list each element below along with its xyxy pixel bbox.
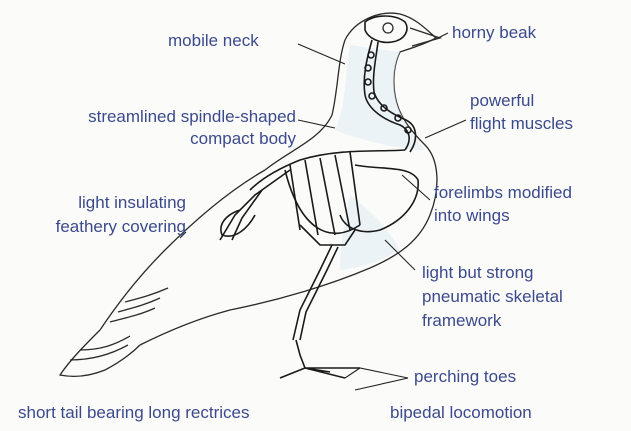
- leader-mobile-neck: [298, 44, 345, 64]
- label-body-line2: compact body: [14, 128, 296, 149]
- label-mobile-neck: mobile neck: [168, 30, 259, 51]
- leader-toes-b: [355, 378, 408, 390]
- label-feathers-line2: feathery covering: [0, 216, 186, 237]
- label-perching-toes: perching toes: [414, 366, 516, 387]
- label-flight-muscles-line2: flight muscles: [470, 113, 573, 134]
- leader-lines: [180, 33, 466, 390]
- label-skeleton-line2: pneumatic skeletal: [422, 286, 563, 307]
- label-wings-line1: forelimbs modified: [434, 182, 572, 203]
- leader-toes-a: [345, 368, 408, 378]
- label-flight-muscles-line1: powerful: [470, 90, 534, 111]
- leader-body: [298, 120, 335, 128]
- leader-horny-beak: [438, 33, 448, 38]
- label-tail: short tail bearing long rectrices: [18, 402, 250, 423]
- label-feathers-line1: light insulating: [0, 192, 186, 213]
- label-bipedal-locomotion: bipedal locomotion: [390, 402, 532, 423]
- label-skeleton-line1: light but strong: [422, 262, 534, 283]
- label-horny-beak: horny beak: [452, 22, 536, 43]
- label-skeleton-line3: framework: [422, 310, 501, 331]
- label-body-line1: streamlined spindle-shaped: [14, 106, 296, 127]
- leader-flight-muscles: [425, 120, 466, 138]
- feather-wash: [335, 45, 425, 270]
- label-wings-line2: into wings: [434, 205, 510, 226]
